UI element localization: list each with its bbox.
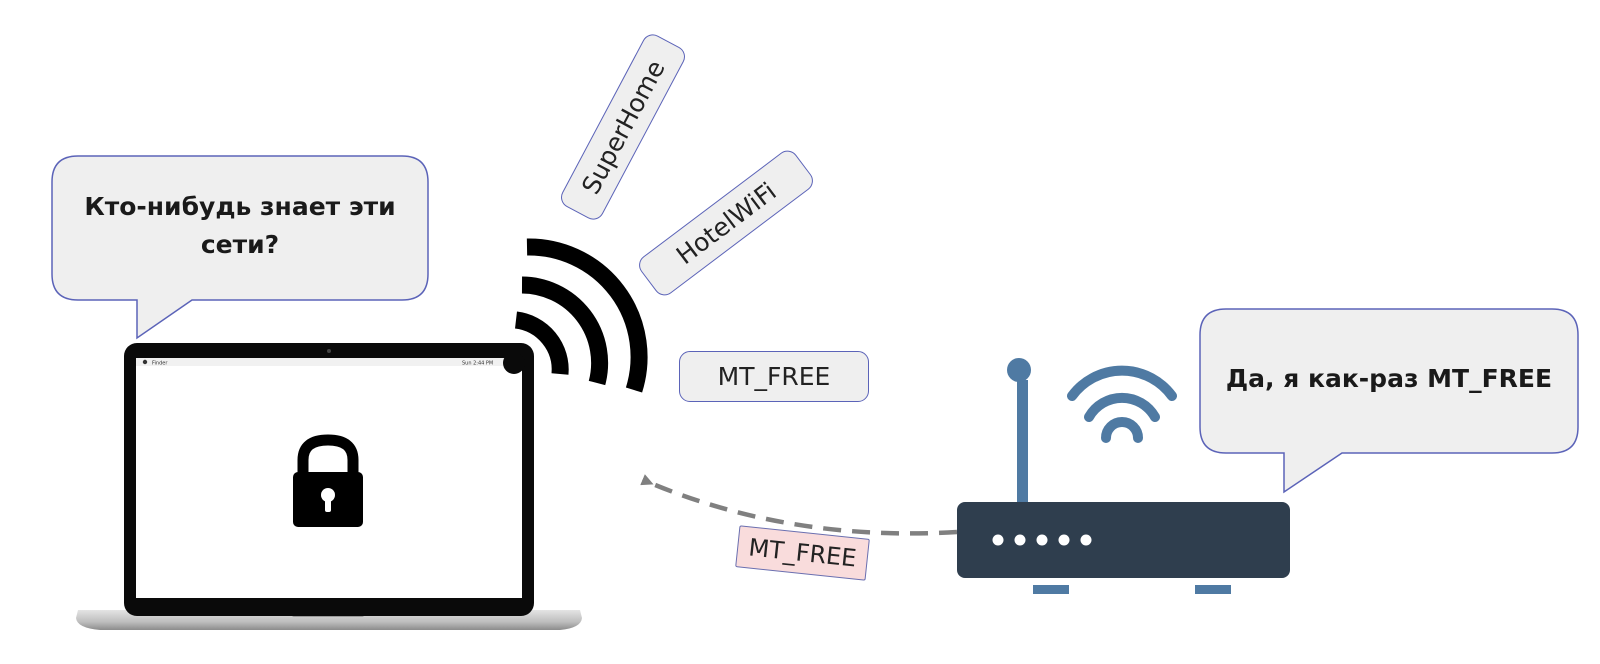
- ssid-tag-mt-free: MT_FREE: [679, 351, 869, 402]
- response-arrow: [640, 474, 958, 536]
- router-wifi-icon: [1067, 365, 1177, 443]
- laptop-speech-text: Кто-нибудь знает эти сети?: [84, 192, 396, 259]
- menubar-clock: Sun 2:44 PM: [462, 361, 493, 367]
- router-speech-text: Да, я как-раз MT_FREE: [1225, 364, 1553, 393]
- laptop-icon: Finder Sun 2:44 PM: [76, 343, 582, 630]
- router-icon: [957, 358, 1290, 594]
- lock-icon: [293, 434, 363, 527]
- router-speech-bubble: [1199, 308, 1579, 494]
- wifi-signal-icon: [514, 238, 648, 393]
- laptop-speech-bubble: [51, 155, 429, 340]
- menubar-app-name: Finder: [152, 361, 168, 367]
